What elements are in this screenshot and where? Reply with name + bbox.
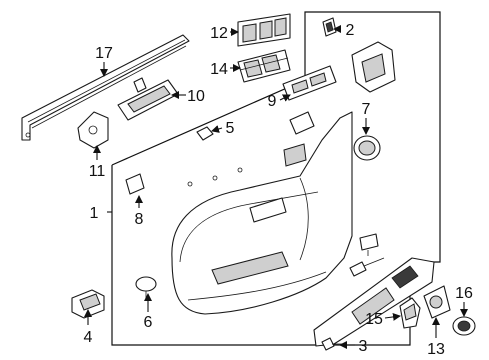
door-trim-panel-part: [171, 111, 353, 315]
mounting-bracket-part: [77, 111, 109, 149]
plug-part: [196, 126, 214, 141]
callout-13: 13: [427, 341, 445, 358]
window-switch-part: [237, 13, 291, 47]
clip-part: [322, 17, 337, 37]
callout-10: 10: [187, 88, 205, 105]
push-fastener-part: [135, 276, 157, 300]
assembly-frame: [111, 11, 441, 346]
armrest-trim-part: [313, 257, 435, 347]
leader-15: [384, 312, 401, 321]
pull-cup-bracket-part: [351, 41, 396, 93]
master-switch-part: [237, 49, 291, 83]
callout-8: 8: [135, 211, 144, 228]
cap-16-part: [452, 316, 476, 336]
callout-4: 4: [84, 329, 93, 346]
small-cover-part: [125, 173, 145, 195]
speaker-ring-part: [353, 135, 381, 161]
clip-15-part: [399, 297, 421, 329]
callout-6: 6: [144, 314, 153, 331]
callout-7: 7: [362, 101, 371, 118]
callout-3: 3: [359, 338, 368, 355]
callout-9: 9: [268, 93, 277, 110]
trim-screw-part: [349, 257, 385, 277]
callout-14: 14: [210, 61, 228, 78]
leader-5: [211, 125, 223, 133]
callout-2: 2: [346, 22, 355, 39]
switch-bezel-part: [282, 65, 337, 101]
bezel-13-part: [423, 285, 451, 319]
belt-weatherstrip-part: [21, 34, 190, 141]
callout-17: 17: [95, 45, 113, 62]
callout-11: 11: [89, 163, 106, 180]
callout-5: 5: [226, 120, 235, 137]
inside-handle-part: [117, 77, 179, 121]
leader-9: [279, 94, 291, 102]
callout-1: 1: [90, 205, 99, 222]
push-pin-clip-part: [359, 233, 379, 256]
callout-12: 12: [210, 25, 228, 42]
callout-15: 15: [365, 311, 383, 328]
retainer-part: [71, 289, 105, 319]
callout-16: 16: [455, 285, 473, 302]
